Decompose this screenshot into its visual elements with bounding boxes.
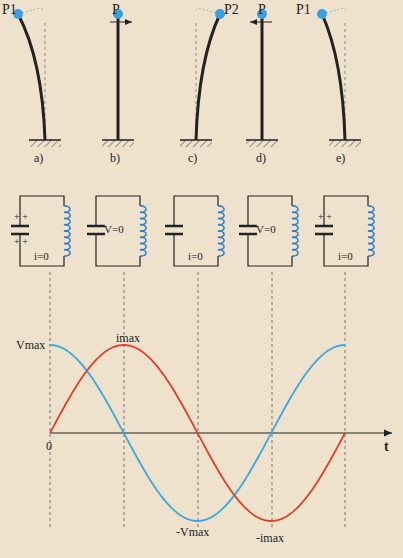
inductor-coil xyxy=(218,206,224,256)
charge-sign: + + xyxy=(14,212,28,222)
wall-hatch xyxy=(180,140,212,147)
rod xyxy=(261,14,264,140)
axis-label: 0 xyxy=(46,440,52,452)
panel-letter: c) xyxy=(188,152,197,164)
rod xyxy=(18,14,45,140)
capacitor-plate xyxy=(239,225,257,228)
rod-figures xyxy=(13,8,361,147)
graph xyxy=(50,272,392,530)
current-curve xyxy=(50,345,345,521)
rod-label: P2 xyxy=(224,3,239,17)
capacitor-plate xyxy=(87,225,105,228)
voltage-label: V=0 xyxy=(104,224,124,235)
wall-hatch xyxy=(246,140,278,147)
current-label: i=0 xyxy=(338,251,353,262)
axis-label: imax xyxy=(116,332,140,344)
panel-letter: d) xyxy=(256,152,266,164)
rod xyxy=(196,14,220,140)
force-label: P xyxy=(258,3,266,17)
velocity-arrow xyxy=(110,22,132,23)
mass-ball xyxy=(317,9,327,19)
axis-label: t xyxy=(384,440,389,454)
wall-hatch xyxy=(102,140,134,147)
axis-label: -imax xyxy=(256,532,284,544)
capacitor-plate xyxy=(315,233,333,236)
capacitor-plate xyxy=(87,233,105,236)
force-label: P xyxy=(112,3,120,17)
wire xyxy=(174,196,218,266)
wire xyxy=(324,196,368,266)
wire xyxy=(96,196,140,266)
time-axis xyxy=(50,432,392,433)
current-label: i=0 xyxy=(188,251,203,262)
rod xyxy=(117,14,120,140)
wire xyxy=(20,196,64,266)
axis-label: -Vmax xyxy=(176,526,209,538)
panel-letter: b) xyxy=(110,152,120,164)
charge-sign: + + xyxy=(14,237,28,247)
charge-sign: + + xyxy=(318,212,332,222)
voltage-curve xyxy=(50,345,345,521)
inductor-coil xyxy=(140,206,146,256)
capacitor-plate xyxy=(11,225,29,228)
voltage-label: V=0 xyxy=(256,224,276,235)
capacitor-plate xyxy=(315,225,333,228)
wall-hatch xyxy=(29,140,61,147)
guide-line xyxy=(198,272,199,530)
axis-label: Vmax xyxy=(16,339,45,351)
inductor-coil xyxy=(292,206,298,256)
current-label: i=0 xyxy=(34,251,49,262)
guide-line xyxy=(345,272,346,530)
panel-letter: e) xyxy=(336,152,345,164)
velocity-arrow xyxy=(250,22,272,23)
guide-line xyxy=(50,272,51,530)
lc-circuits xyxy=(11,196,374,266)
guide-line xyxy=(124,272,125,530)
wire xyxy=(248,196,292,266)
rod xyxy=(322,14,345,140)
mass-ball xyxy=(215,9,225,19)
inductor-coil xyxy=(368,206,374,256)
wall-hatch xyxy=(329,140,361,147)
panel-letter: a) xyxy=(34,152,43,164)
capacitor-plate xyxy=(239,233,257,236)
guide-line xyxy=(272,272,273,530)
capacitor-plate xyxy=(11,233,29,236)
capacitor-plate xyxy=(165,225,183,228)
rod-label: P1 xyxy=(2,3,17,17)
capacitor-plate xyxy=(165,233,183,236)
inductor-coil xyxy=(64,206,70,256)
rod-label: P1 xyxy=(296,3,311,17)
